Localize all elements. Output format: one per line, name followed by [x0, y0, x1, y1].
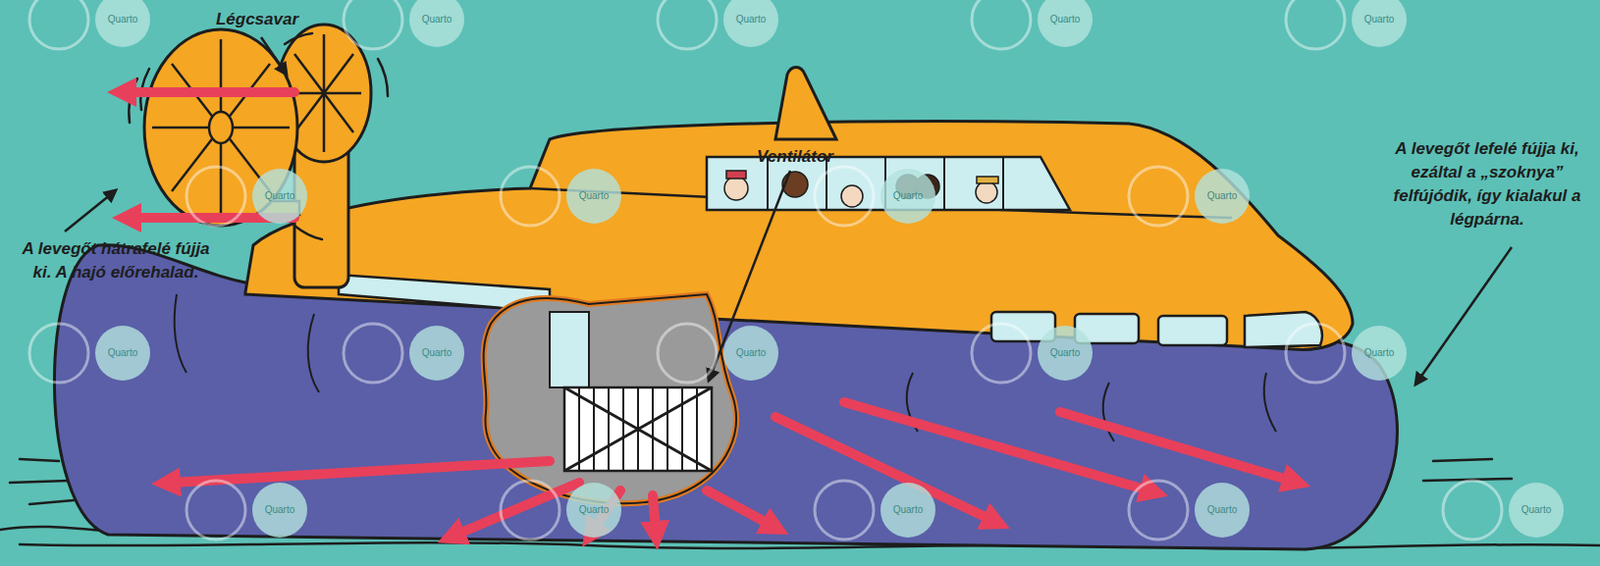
- watermark: Quarto: [736, 347, 767, 360]
- watermark: Quarto: [107, 13, 139, 26]
- note: A levegőt lefelé fújja ki, ezáltal a „sz…: [1382, 137, 1594, 232]
- watermark: Quarto: [1050, 13, 1081, 26]
- watermark: Quarto: [1364, 13, 1395, 26]
- watermark: Quarto: [422, 13, 453, 26]
- tail-fin: [775, 67, 837, 141]
- watermark: Quarto: [893, 504, 924, 517]
- airflow-arrows: [127, 92, 1291, 535]
- watermark: Quarto: [1207, 504, 1238, 517]
- watermark: Quarto: [579, 190, 610, 203]
- watermark: Quarto: [107, 347, 139, 360]
- watermark: Quarto: [736, 13, 767, 26]
- watermark: Quarto: [1364, 347, 1395, 360]
- fan-cutaway: [483, 294, 737, 504]
- watermark: Quarto: [265, 504, 296, 517]
- propeller: [128, 24, 388, 240]
- hull: [245, 121, 1353, 351]
- watermark: Quarto: [1521, 504, 1552, 517]
- part-name: Légcsavar: [215, 7, 299, 32]
- watermark: Quarto: [893, 190, 924, 203]
- watermark: Quarto: [1050, 347, 1081, 360]
- watermark: Quarto: [422, 347, 453, 360]
- watermark-circles: [29, 0, 1564, 540]
- leader-lines: [64, 37, 1512, 385]
- part-name: Ventilátor: [756, 145, 834, 169]
- watermark: Quarto: [1207, 190, 1238, 203]
- note: A levegőt hátrafelé fújja ki. A hajó elő…: [20, 237, 213, 285]
- watermark: Quarto: [579, 504, 610, 517]
- watermark: Quarto: [265, 190, 296, 203]
